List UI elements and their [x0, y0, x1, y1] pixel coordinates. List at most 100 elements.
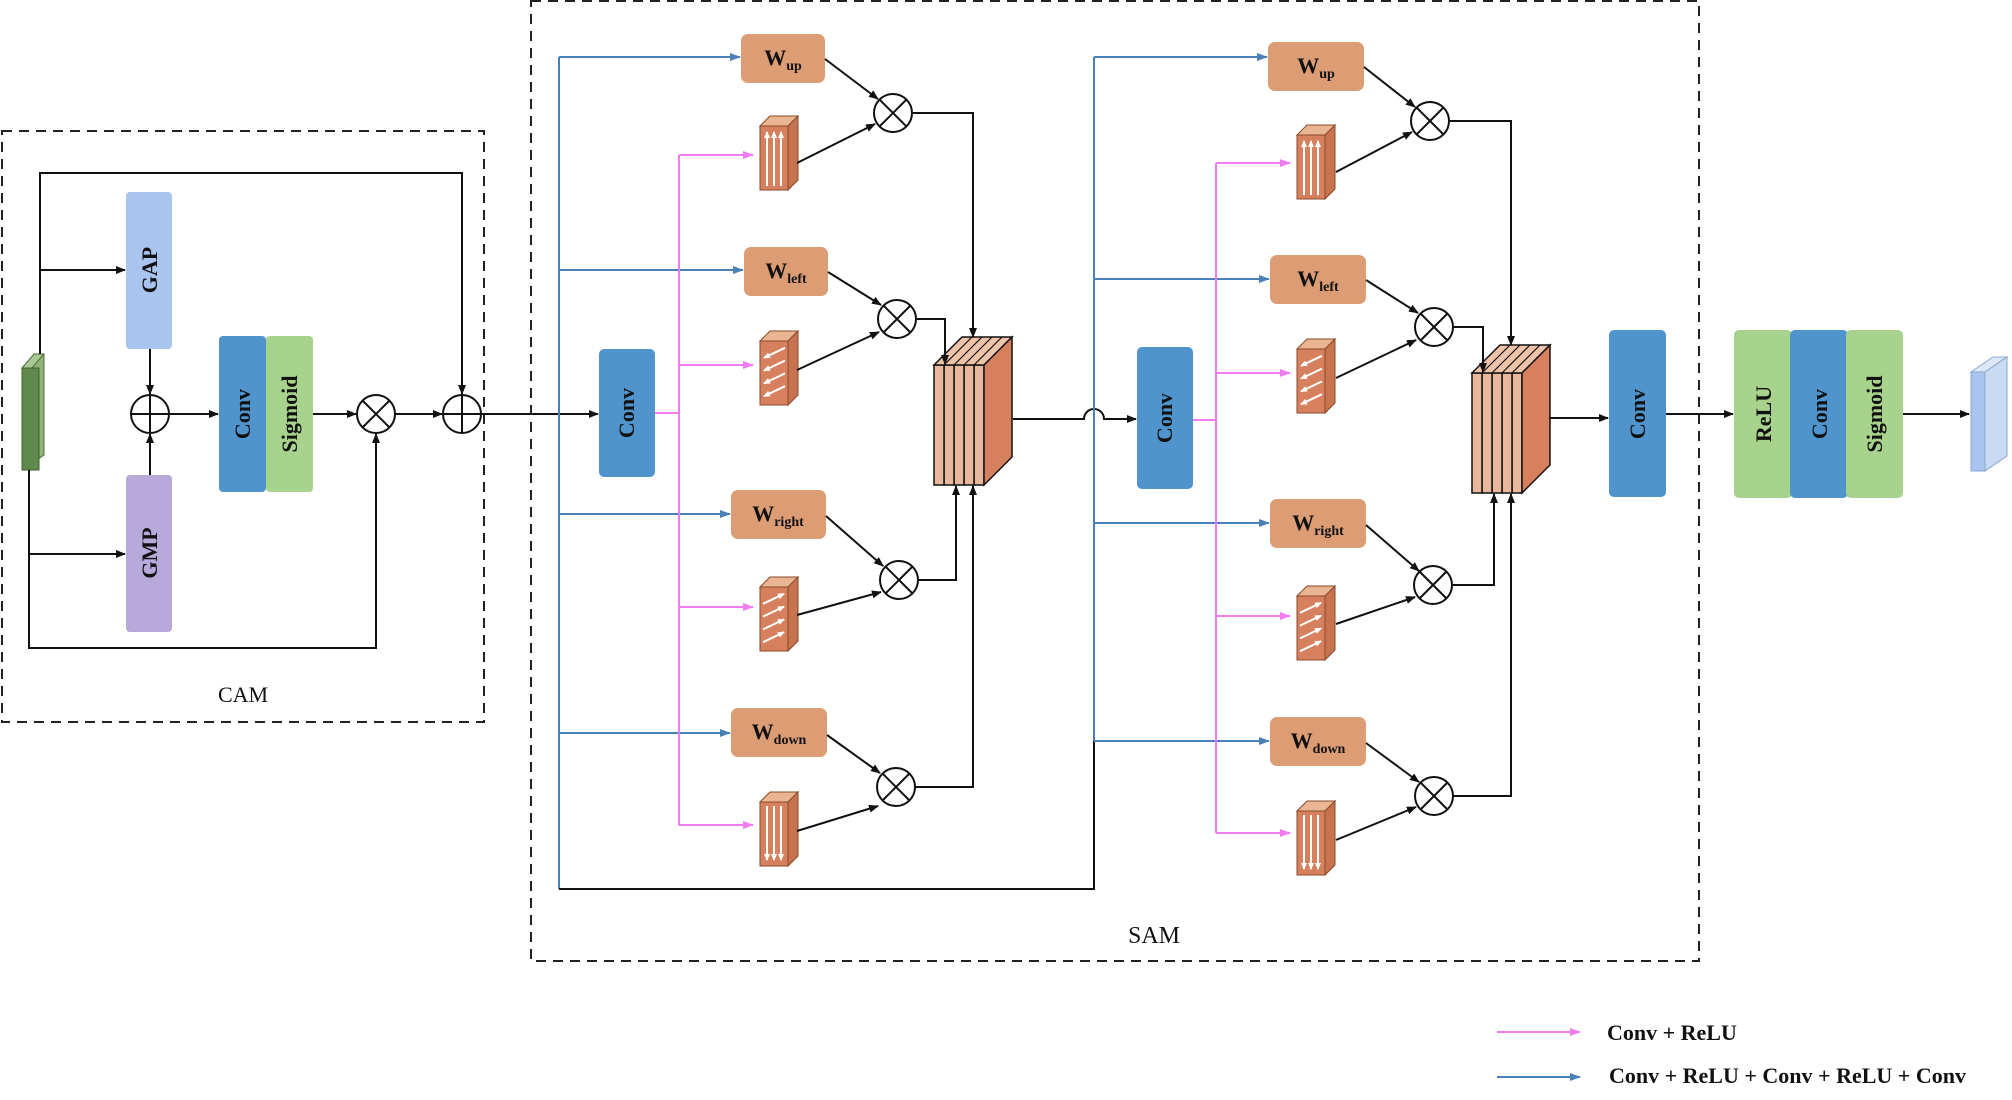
w-up-block-stage2: Wup	[1268, 42, 1364, 91]
svg-text:Wright: Wright	[752, 501, 804, 530]
multiply-operator-stage2-1	[1414, 307, 1454, 347]
head-conv-block	[1609, 330, 1666, 497]
skip-line	[559, 520, 1095, 890]
mult-right-to-stack-stage1	[918, 485, 960, 581]
w-down-block-stage1: Wdown	[731, 708, 827, 757]
sam-stage2-conv-block	[1137, 347, 1193, 489]
dirmap-right-stage2	[1295, 584, 1337, 662]
map-right-to-mult-stage2	[1335, 596, 1416, 625]
svg-text:Wleft: Wleft	[765, 258, 807, 287]
concat-feature-stacks	[932, 335, 1552, 495]
multiply-operator-stage2-0	[1410, 101, 1450, 141]
w-down-to-mult-stage2	[1365, 742, 1420, 783]
w-right-block-stage2: Wright	[1270, 499, 1366, 548]
cam-multiply-operator	[356, 394, 396, 434]
multiply-operator-stage1-0	[873, 93, 913, 133]
multiply-operator-stage1-1	[877, 299, 917, 339]
w-down-to-mult-stage1	[826, 734, 881, 774]
multiply-operator-stage1-2	[879, 560, 919, 600]
dirmap-left-stage2	[1295, 337, 1337, 415]
gap-label: GAP	[137, 247, 162, 293]
mult-left-to-stack-stage1	[916, 318, 949, 365]
dirmap-down-stage1	[758, 790, 800, 868]
sam-stage1-conv-label: Conv	[614, 388, 639, 438]
mult-right-to-stack-stage2	[1452, 493, 1498, 586]
map-down-to-mult-stage2	[1335, 806, 1417, 841]
head-conv2-label: Conv	[1807, 389, 1832, 439]
svg-text:Wup: Wup	[1297, 53, 1335, 82]
svg-text:Wright: Wright	[1292, 510, 1344, 539]
w-right-to-mult-stage1	[825, 515, 884, 567]
svg-text:Wup: Wup	[764, 45, 802, 74]
head-sigmoid-block	[1846, 330, 1903, 498]
cam-sigmoid-block	[266, 336, 313, 492]
output-head: Conv ReLU Conv Sigmoid	[1549, 330, 2009, 498]
sam-title: SAM	[1128, 923, 1180, 949]
sam-stage2-conv-label: Conv	[1152, 393, 1177, 443]
sam-dashed-border	[530, 0, 1700, 962]
legend-pink-label: Conv + ReLU	[1607, 1020, 1737, 1045]
svg-text:Wdown: Wdown	[752, 719, 807, 748]
map-up-to-mult-stage1	[796, 123, 876, 164]
cam-add-operator	[130, 394, 170, 434]
multiply-operator-stage1-3	[876, 767, 916, 807]
stack1-to-conv2	[1013, 408, 1137, 423]
mult-up-to-stack-stage1	[912, 112, 977, 338]
cam-sigmoid-label: Sigmoid	[277, 375, 302, 452]
w-up-to-mult-stage1	[824, 58, 879, 100]
directional-feature-maps	[758, 114, 1337, 877]
cam-residual-add-operator	[442, 394, 482, 434]
map-right-to-mult-stage1	[796, 590, 882, 616]
dirmap-down-stage2	[1295, 799, 1337, 877]
cam-title: CAM	[218, 682, 268, 707]
mult-down-to-stack-stage2	[1453, 493, 1515, 797]
sam-stage1-conv-block	[599, 349, 655, 477]
head-conv2-block	[1790, 330, 1848, 498]
dirmap-right-stage1	[758, 575, 800, 653]
w-left-to-mult-stage2	[1365, 279, 1419, 314]
head-sigmoid-label: Sigmoid	[1862, 375, 1887, 452]
map-left-to-mult-stage2	[1335, 339, 1417, 379]
legend-blue-label: Conv + ReLU + Conv + ReLU + Conv	[1609, 1063, 1966, 1088]
dirmap-up-stage2	[1295, 123, 1337, 201]
gap-block	[126, 192, 172, 349]
cam-conv-label: Conv	[230, 389, 255, 439]
w-left-block-stage2: Wleft	[1270, 255, 1366, 304]
dirmap-up-stage1	[758, 114, 800, 192]
dirmap-left-stage1	[758, 329, 800, 407]
w-right-to-mult-stage2	[1365, 524, 1420, 572]
w-left-block-stage1: Wleft	[744, 247, 828, 296]
output-feature-map	[1969, 356, 2009, 472]
cam-module: CAM GAP GMP Conv Sigmoid	[1, 130, 599, 723]
legend: Conv + ReLU Conv + ReLU + Conv + ReLU + …	[1497, 1020, 1966, 1088]
sam-multiply-operators	[873, 93, 1454, 816]
sam-module: SAM Conv Conv Wup Wleft Wright Wdown Wup	[530, 0, 1700, 962]
cam-connections	[28, 172, 599, 649]
map-left-to-mult-stage1	[796, 331, 880, 371]
w-up-block-stage1: Wup	[741, 34, 825, 83]
head-conv-label: Conv	[1625, 389, 1650, 439]
mult-left-to-stack-stage2	[1453, 326, 1487, 373]
multiply-operator-stage2-3	[1414, 776, 1454, 816]
input-feature-map	[20, 353, 46, 471]
cam-conv-block	[219, 336, 266, 492]
w-down-block-stage2: Wdown	[1270, 717, 1366, 766]
head-relu-block	[1734, 330, 1792, 498]
mult-up-to-stack-stage2	[1449, 120, 1515, 346]
concat-stack-stage2	[1470, 343, 1552, 495]
w-up-to-mult-stage2	[1363, 66, 1416, 108]
cam-dashed-border	[1, 130, 485, 723]
map-up-to-mult-stage2	[1335, 131, 1413, 173]
w-left-to-mult-stage1	[827, 271, 882, 306]
map-down-to-mult-stage1	[796, 804, 879, 832]
gmp-label: GMP	[137, 527, 162, 578]
sam-connections	[558, 53, 1515, 890]
gmp-block	[126, 475, 172, 632]
w-right-block-stage1: Wright	[731, 490, 826, 539]
concat-stack-stage1	[932, 335, 1014, 487]
multiply-operator-stage2-2	[1413, 565, 1453, 605]
svg-text:Wleft: Wleft	[1297, 266, 1339, 295]
mult-down-to-stack-stage1	[915, 485, 977, 788]
svg-text:Wdown: Wdown	[1291, 728, 1346, 757]
